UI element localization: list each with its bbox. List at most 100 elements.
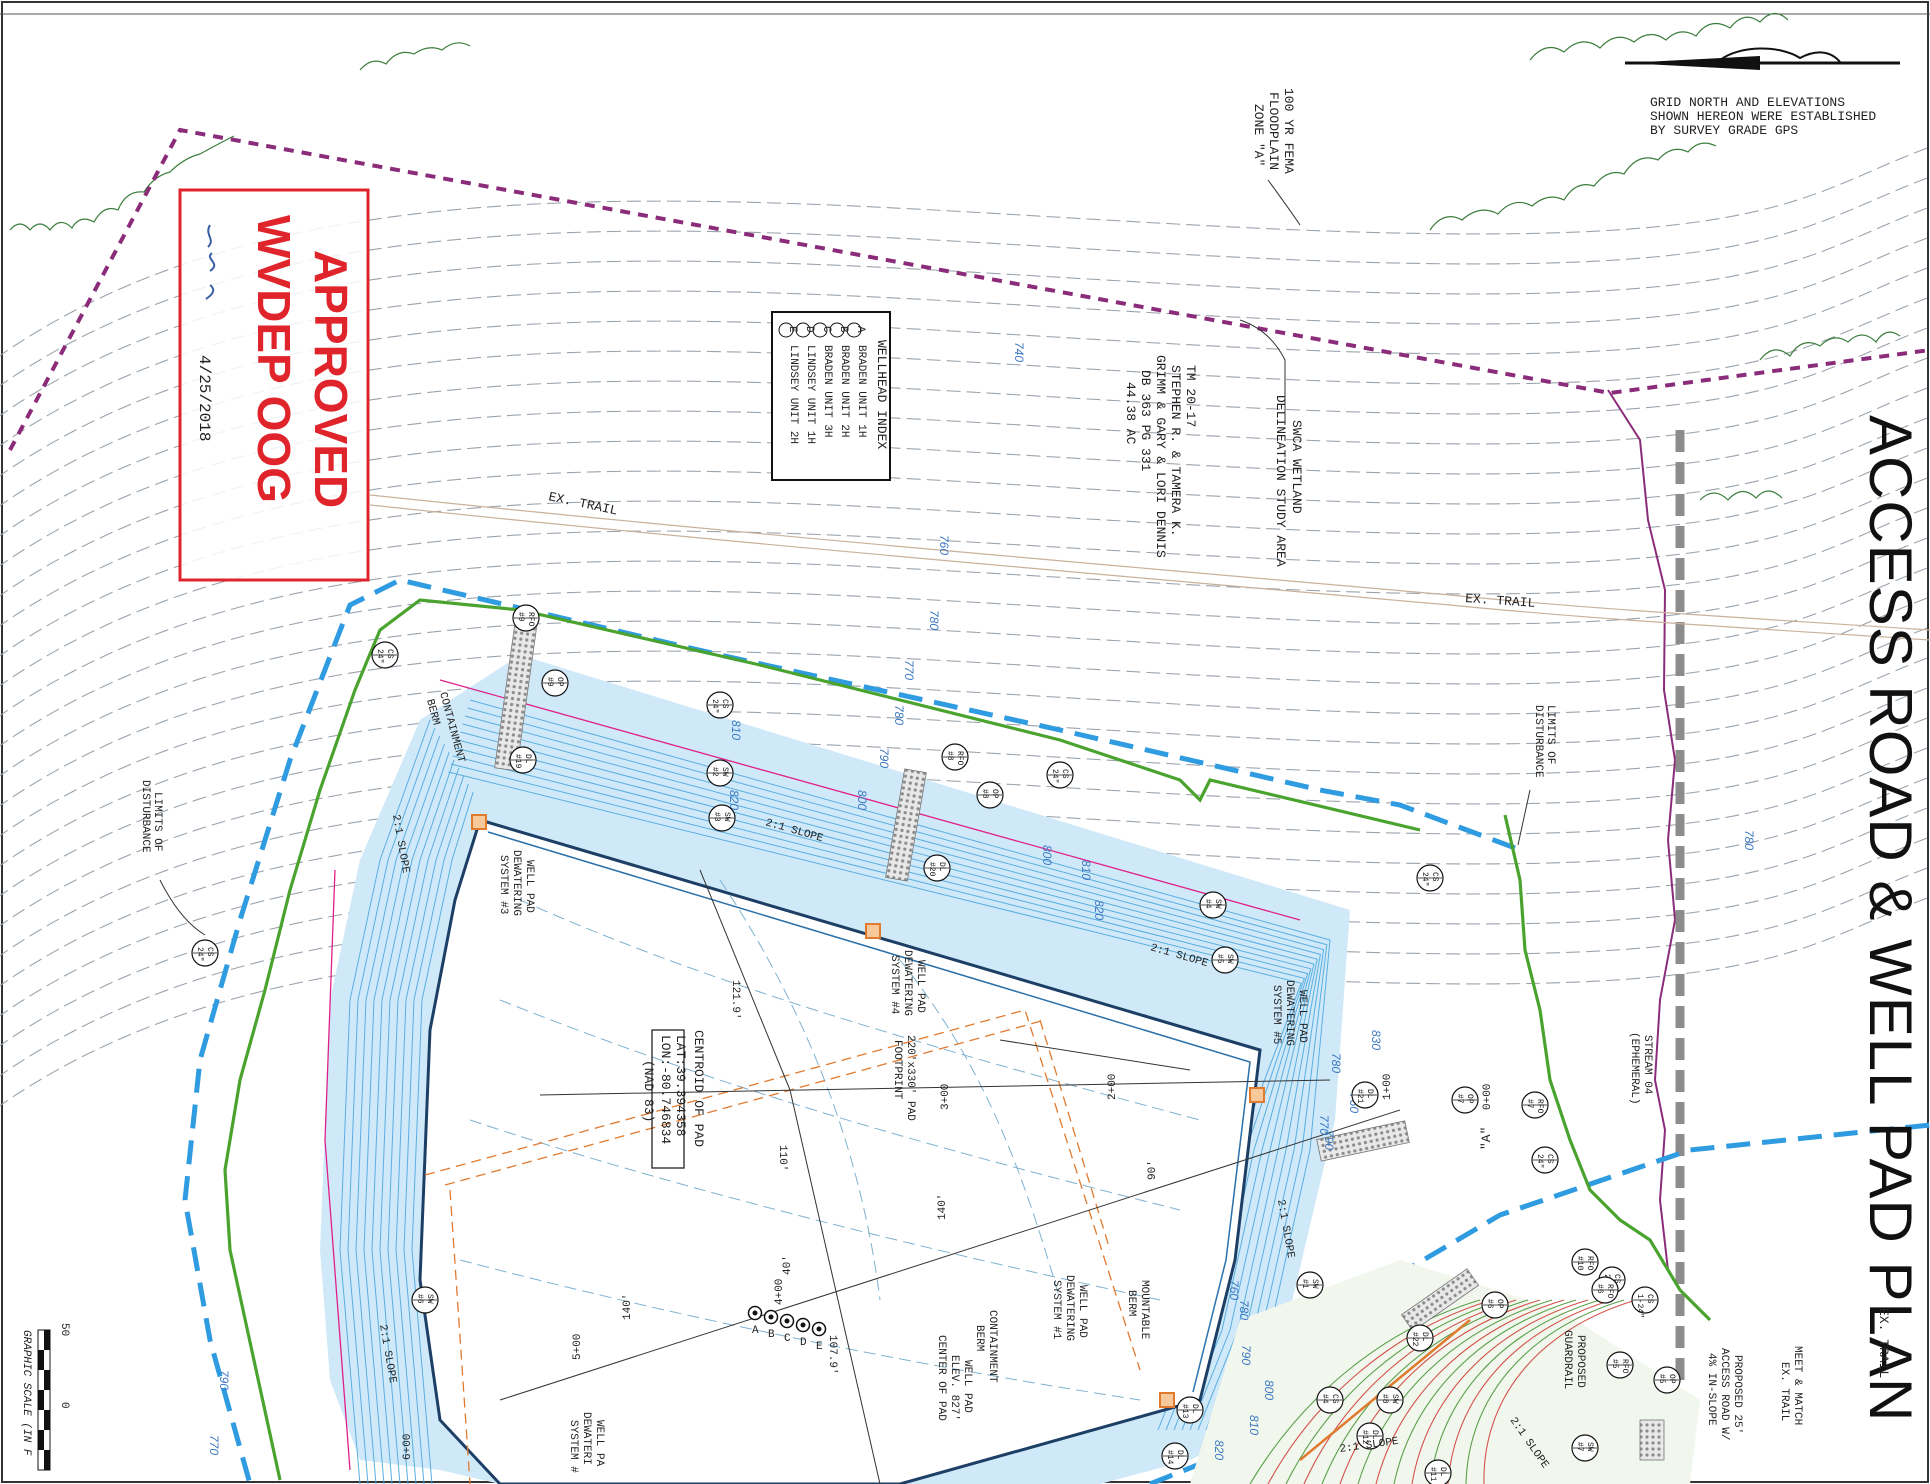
wellhead-index-badge [795, 322, 811, 338]
station-2: 2+00 [1107, 1074, 1119, 1100]
contour-label: 790 [1239, 1345, 1253, 1365]
floodplain-line1: 100 YR FEMA [1281, 88, 1296, 174]
wellhead-index-badge [812, 322, 828, 338]
footprint-2: FOOTPRINT [891, 1040, 903, 1100]
wellhead-index-badge [829, 322, 845, 338]
bmp-tag-type: RFO [1535, 1099, 1544, 1114]
bmp-tag-type: CS [1645, 1294, 1654, 1304]
bmp-tag-number: #19 [513, 754, 522, 769]
bmp-tag-type: CS [1612, 1274, 1621, 1284]
contour-label: 780 [1329, 1053, 1343, 1073]
centroid-block: CENTROID OF PAD LAT:39.394358 LON:-80.74… [641, 1029, 706, 1169]
slope-line [363, 743, 445, 1484]
slope-line [371, 751, 450, 1484]
contour-label: 770 [902, 660, 916, 680]
contour-label: 780 [1237, 1300, 1251, 1320]
bmp-tag: OP#5 [1653, 1366, 1681, 1394]
prop-deed: DB 363 PG 331 [1138, 370, 1153, 472]
bmp-tag-number: 24" [195, 947, 204, 961]
limits-of-disturbance-east [1268, 1122, 1930, 1353]
scale-segment [44, 1450, 50, 1470]
contour-elevation-labels: 7407607807707807908008108208008108208307… [207, 342, 1756, 1460]
centroid-datum: (NAD 83) [641, 1060, 656, 1122]
bmp-tag-type: SW [722, 812, 731, 822]
bmp-tag-number: #20 [927, 862, 936, 877]
containment-label-3: CONTAINMENT [986, 1310, 998, 1383]
bmp-tag-type: SW [1213, 899, 1222, 909]
bmp-tag-number: #9 [545, 677, 554, 687]
grading-line [1267, 1299, 1493, 1484]
stream-04-line [1607, 389, 1677, 1271]
center-pad-1: WELL PAD [961, 1360, 973, 1413]
scale-segment [38, 1350, 44, 1370]
pad-footprint-grid [424, 1009, 1141, 1484]
dewater2-1: WELL PA [593, 1420, 605, 1467]
access-road-grading [1190, 1260, 1700, 1484]
contour-label: 810 [1079, 860, 1093, 880]
contour-label: 820 [727, 790, 741, 810]
bmp-tag-number: #12 [1360, 1430, 1369, 1445]
contour-label: 780 [892, 705, 906, 725]
silt-fence [223, 598, 1712, 1481]
sheet-title: ACCESS ROAD & WELL PAD PLAN [1857, 415, 1924, 1422]
bmp-tag-type: CS [1330, 1394, 1339, 1404]
lod-leader-west [159, 879, 206, 936]
contour-label: 820 [1212, 1440, 1226, 1460]
bmp-tag-type: CS [1430, 872, 1439, 882]
bmp-tag-type: SW [1585, 1442, 1594, 1452]
dewater3-1: WELL PAD [523, 860, 535, 913]
scale-segment [44, 1410, 50, 1430]
wellhead-key: D [800, 1337, 807, 1349]
rock-outlets [494, 618, 1665, 1461]
access-road-2: ACCESS ROAD W/ [1718, 1348, 1730, 1440]
tree-line [9, 12, 1901, 501]
bmp-tag-number: #8 [980, 789, 989, 799]
bmp-tag-number: #10 [1575, 1256, 1584, 1271]
bmp-tag-number: #4 [1320, 1394, 1329, 1404]
stamp-date: 4/25/2018 [195, 355, 213, 441]
bmp-tag-type: RFO [1620, 1359, 1629, 1374]
wellhead-dot [816, 1326, 822, 1332]
station-0: 0+00 [1482, 1084, 1494, 1110]
bmp-tag-type: RFO [955, 751, 964, 766]
mountable-1: MOUNTABLE [1138, 1280, 1150, 1340]
bmp-tag: DL#19 [509, 746, 537, 774]
slope-line [460, 731, 1318, 1431]
dewater5-2: DEWATERING [1283, 980, 1295, 1046]
prop-owners1: STEPHEN R. & TAMERA K. [1168, 365, 1183, 537]
contour-label: 800 [1040, 845, 1054, 865]
contour-line [0, 806, 1930, 1017]
bmp-tag-number: #11 [1428, 1467, 1437, 1482]
wetland-leader [1239, 319, 1286, 420]
stamp-approved: APPROVED [305, 250, 357, 508]
dim-121: 121.9' [729, 980, 741, 1020]
dewater1-2: DEWATERING [1063, 1275, 1075, 1341]
wellhead-index-badge [778, 322, 794, 338]
bmp-tag-number: #8 [1380, 1394, 1389, 1404]
wellhead-dot [768, 1314, 774, 1320]
footprint-1: 220'x330' PAD [904, 1035, 916, 1121]
approval-stamp: APPROVED WVDEP OOG 4/25/2018 [178, 188, 370, 582]
dewater2-3: SYSTEM # [567, 1420, 579, 1473]
bmp-tag-type: OP [990, 789, 999, 799]
bmp-callout-tags: RFO#9OP#9DL#19CS24"SW#2CS24"RFO#8OP#8SW#… [191, 604, 1681, 1484]
bmp-tag: DL#13 [1176, 1396, 1204, 1424]
station-baseline-A [539, 1079, 1331, 1096]
contour-label: 800 [1262, 1380, 1276, 1400]
pad-surface [418, 818, 1262, 1484]
grading-line [1357, 1299, 1553, 1484]
dewater1-3: SYSTEM #1 [1050, 1280, 1062, 1340]
bmp-tag: OP#9 [541, 669, 569, 697]
graphic-scale: 50 0 GRAPHIC SCALE (IN F [20, 1323, 70, 1471]
contour-label: 770 [1317, 1115, 1331, 1135]
bmp-tag-type: DL [937, 862, 946, 872]
bmp-tag: SW#1 [1296, 1271, 1324, 1299]
contour-label: 790 [877, 748, 891, 768]
bmp-tag: SW#4 [1199, 891, 1227, 919]
stream-label-2: (EPHEMERAL) [1628, 1032, 1640, 1105]
dim-110: 110' [776, 1145, 788, 1171]
ex-trail-label-east: EX. TRAIL [1465, 591, 1536, 611]
scale-segment [44, 1370, 50, 1390]
bmp-tag-number: 24" [1535, 1154, 1544, 1168]
